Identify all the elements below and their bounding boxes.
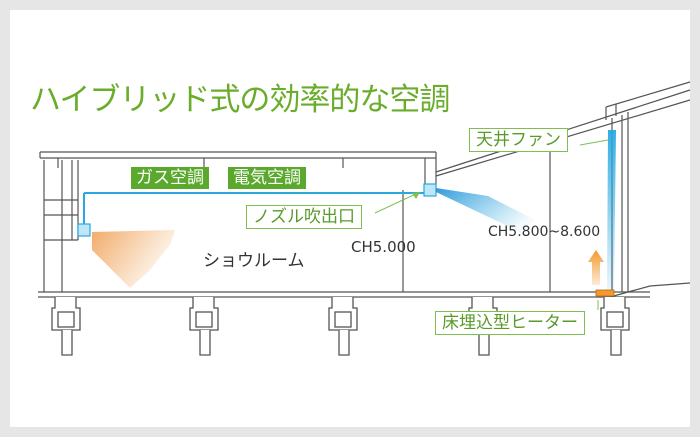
nozzle-outlet-icon [423,183,437,197]
nozzle-airflow [436,188,535,232]
page-title: ハイブリッド式の効率的な空調 [30,82,450,118]
warm-airflow [92,230,175,288]
foundation-footings [51,297,630,356]
ceiling-slab [39,151,437,186]
electric-aircon-label: 電気空調 [228,167,306,189]
ceiling-height-high: CH5.800~8.600 [488,224,601,240]
floor-lines [38,282,691,298]
callout-leaders [374,139,609,310]
nozzle-outlet-label: ノズル吹出口 [246,205,362,229]
left-air-outlet [77,223,91,237]
showroom-label: ショウルーム [203,251,305,271]
floor-heater-icon [595,289,615,297]
ceiling-fan-label: 天井ファン [469,128,568,152]
left-wall [43,160,79,292]
floor-heater-label: 床埋込型ヒーター [435,311,585,335]
rising-heat-arrow-icon [588,250,604,285]
ceiling-height-low: CH5.000 [351,238,416,256]
air-ducts [83,192,425,226]
gas-aircon-label: ガス空調 [131,167,209,189]
nozzle-leader-arrowhead [412,192,420,199]
ceiling-fan-airflow [607,130,616,290]
